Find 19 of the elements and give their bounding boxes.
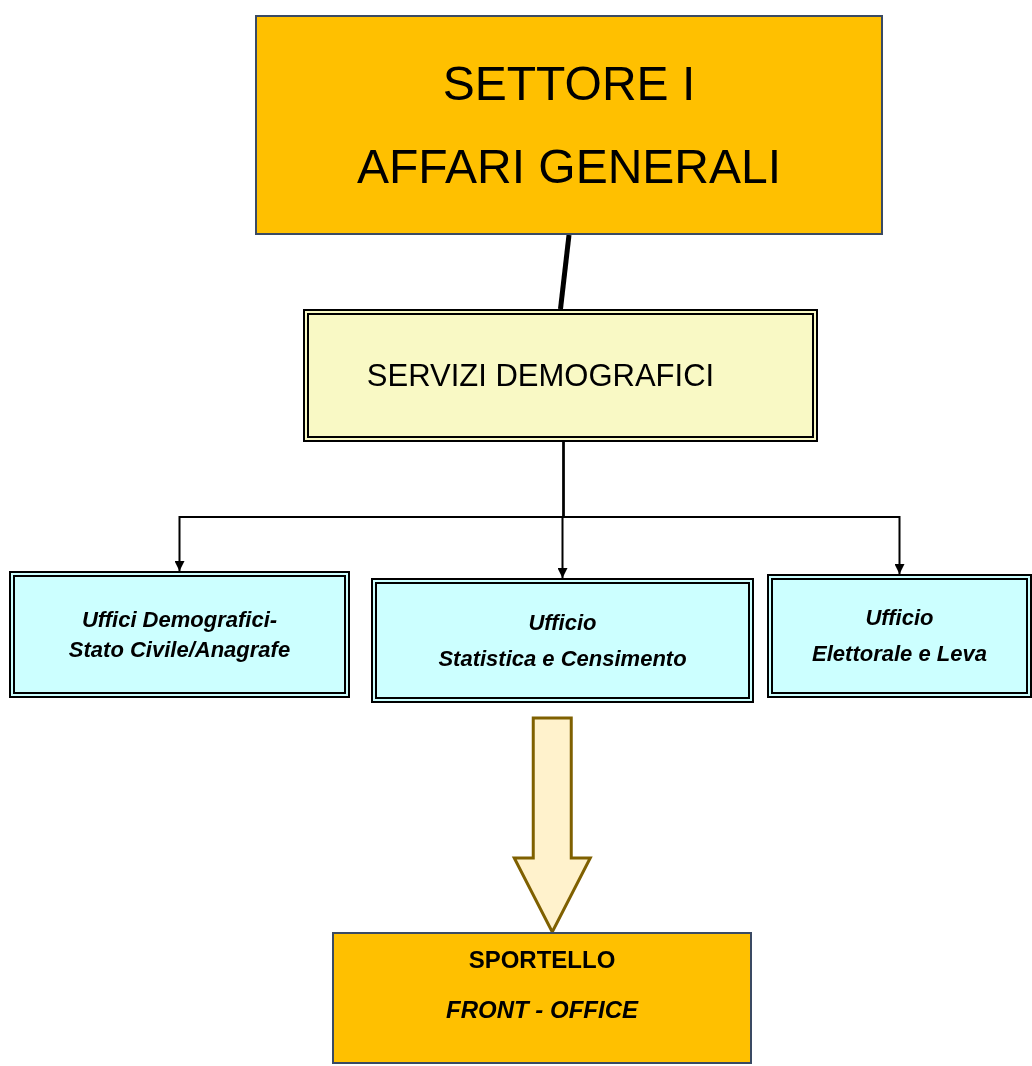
office-box [371, 578, 754, 703]
box-heading: SPORTELLO [468, 946, 616, 974]
box-heading: Ufficio [528, 609, 597, 636]
box-label: Stato Civile/Anagrafe [68, 636, 291, 663]
office-box [767, 574, 1032, 698]
title-box [255, 15, 883, 235]
box-label: AFFARI GENERALI [356, 139, 782, 194]
box-label: Statistica e Censimento [438, 645, 687, 672]
department-box [303, 309, 818, 442]
box-heading: Uffici Demografici- [81, 606, 278, 633]
front-office-box [332, 932, 752, 1064]
box-label: SERVIZI DEMOGRAFICI [366, 357, 715, 394]
box-label: FRONT - OFFICE [446, 996, 638, 1024]
connector-line [558, 234, 572, 310]
office-box [9, 571, 350, 698]
box-heading: Ufficio [865, 605, 934, 631]
arrow [562, 441, 905, 575]
box-label: Elettorale e Leva [812, 641, 987, 667]
box-heading: SETTORE I [442, 56, 696, 111]
